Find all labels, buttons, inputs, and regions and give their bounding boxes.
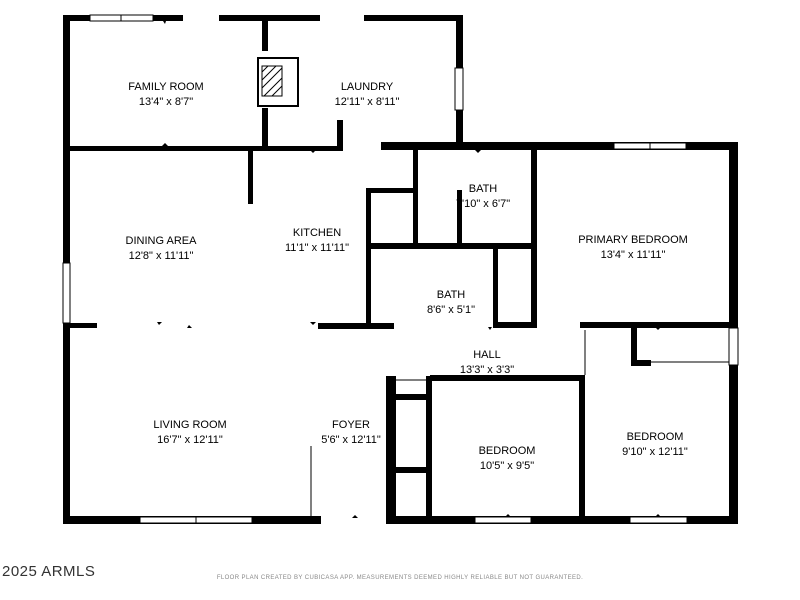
thin-partitions <box>310 330 729 516</box>
room-dining-area: DINING AREA 12'8" x 11'11" <box>126 235 198 262</box>
disclaimer-text: FLOOR PLAN CREATED BY CUBICASA APP. MEAS… <box>216 575 584 581</box>
room-dimensions: 13'3" x 3'3" <box>460 364 514 376</box>
door-markers <box>157 21 661 518</box>
room-dimensions: 12'11" x 8'11" <box>335 96 400 108</box>
fireplace-icon <box>257 57 299 107</box>
room-label: PRIMARY BEDROOM <box>578 234 688 246</box>
room-dimensions: 5'6" x 12'11" <box>321 434 381 446</box>
room-hall: HALL 13'3" x 3'3" <box>460 349 514 376</box>
room-dimensions: 12'8" x 11'11" <box>129 250 194 262</box>
room-dimensions: 11'1" x 11'11" <box>285 242 349 254</box>
room-label: LIVING ROOM <box>153 419 226 431</box>
room-kitchen: KITCHEN 11'1" x 11'11" <box>285 227 349 254</box>
room-label: DINING AREA <box>126 235 198 247</box>
room-label: BEDROOM <box>627 431 684 443</box>
room-bath-upper: BATH 7'10" x 6'7" <box>456 183 510 210</box>
room-living-room: LIVING ROOM 16'7" x 12'11" <box>153 419 226 446</box>
room-label: FAMILY ROOM <box>128 81 203 93</box>
room-dimensions: 9'10" x 12'11" <box>622 446 688 458</box>
room-label: BATH <box>469 183 498 195</box>
room-dimensions: 7'10" x 6'7" <box>456 198 510 210</box>
room-foyer: FOYER 5'6" x 12'11" <box>321 419 381 446</box>
room-bath-lower: BATH 8'6" x 5'1" <box>427 289 475 316</box>
room-label: BATH <box>437 289 466 301</box>
room-label: LAUNDRY <box>341 81 394 93</box>
copyright-watermark: 2025 ARMLS <box>2 563 96 580</box>
room-primary-bedroom: PRIMARY BEDROOM 13'4" x 11'11" <box>578 234 688 261</box>
room-label: BEDROOM <box>479 445 536 457</box>
windows <box>62 14 739 524</box>
room-dimensions: 13'4" x 8'7" <box>139 96 193 108</box>
room-laundry: LAUNDRY 12'11" x 8'11" <box>335 81 400 108</box>
room-label: FOYER <box>332 419 370 431</box>
room-dimensions: 10'5" x 9'5" <box>480 460 534 472</box>
room-bedroom-center: BEDROOM 10'5" x 9'5" <box>479 445 536 472</box>
room-dimensions: 8'6" x 5'1" <box>427 304 475 316</box>
room-dimensions: 13'4" x 11'11" <box>601 249 666 261</box>
interior-walls <box>63 21 738 524</box>
room-label: KITCHEN <box>293 227 341 239</box>
room-label: HALL <box>473 349 501 361</box>
room-bedroom-right: BEDROOM 9'10" x 12'11" <box>622 431 688 458</box>
room-dimensions: 16'7" x 12'11" <box>157 434 223 446</box>
room-family-room: FAMILY ROOM 13'4" x 8'7" <box>128 81 203 108</box>
